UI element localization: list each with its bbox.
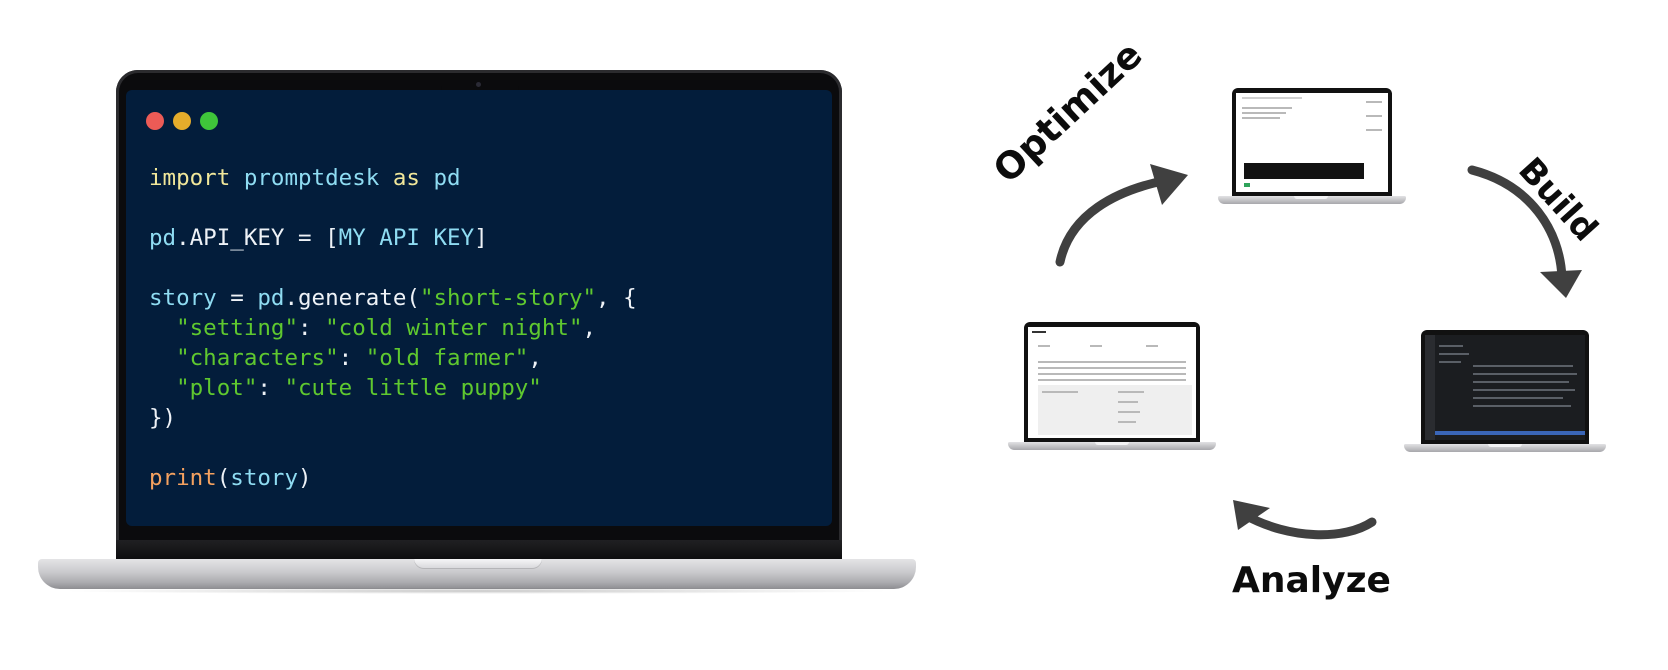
code-token: , (528, 345, 542, 371)
code-token: ) (298, 465, 312, 491)
curved-arrow-icon (1467, 165, 1567, 283)
code-line: import promptdesk as pd (149, 163, 637, 193)
curved-arrow-icon (1240, 510, 1377, 540)
code-token: : (298, 315, 326, 341)
code-line: "setting": "cold winter night", (149, 313, 637, 343)
camera-icon (476, 82, 481, 87)
code-token: pd (149, 225, 177, 251)
code-token: : (257, 375, 285, 401)
code-token: .API_KEY = [ (176, 225, 339, 251)
code-token: = (216, 285, 258, 311)
code-token: as (392, 165, 420, 191)
maximize-dot-icon[interactable] (200, 112, 218, 130)
code-token: ( (216, 465, 231, 491)
code-line: story = pd.generate("short-story", { (149, 283, 637, 313)
close-dot-icon[interactable] (146, 112, 164, 130)
code-token: "cute little puppy" (284, 375, 542, 401)
code-token: }) (149, 405, 177, 431)
code-line: }) (149, 403, 637, 433)
code-token: pd (257, 285, 285, 311)
code-token: MY API KEY (338, 225, 475, 251)
code-token: story (230, 465, 299, 491)
code-line: "plot": "cute little puppy" (149, 373, 637, 403)
code-token: "setting" (176, 315, 299, 341)
analyze-label: Analyze (1232, 560, 1391, 601)
curved-arrow-icon (1055, 175, 1173, 267)
code-line: print(story) (149, 463, 637, 493)
code-token: promptdesk (243, 165, 380, 191)
curved-arrow-icon (1540, 270, 1582, 298)
laptop-hinge (116, 540, 842, 560)
curved-arrow-icon (1150, 164, 1188, 205)
code-line: pd.API_KEY = [MY API KEY] (149, 223, 637, 253)
code-token: import (149, 165, 231, 191)
code-token: .generate( (284, 285, 420, 311)
code-token: "plot" (176, 375, 258, 401)
code-token: story (149, 285, 217, 311)
code-token: "short-story" (419, 285, 597, 311)
code-token: , (582, 315, 597, 341)
laptop-shadow (60, 588, 894, 594)
laptop-opening-lip (414, 559, 542, 569)
code-token: "old farmer" (365, 345, 529, 371)
curved-arrow-icon (1233, 500, 1270, 530)
code-token: "characters" (176, 345, 339, 371)
code-token: , { (596, 285, 637, 311)
code-line: "characters": "old farmer", (149, 343, 637, 373)
code-token: ] (474, 225, 488, 251)
code-token: print (149, 465, 217, 491)
code-token: "cold winter night" (325, 315, 583, 341)
minimize-dot-icon[interactable] (173, 112, 191, 130)
code-editor-window (126, 90, 832, 526)
code-token: pd (433, 165, 461, 191)
code-token: : (338, 345, 366, 371)
